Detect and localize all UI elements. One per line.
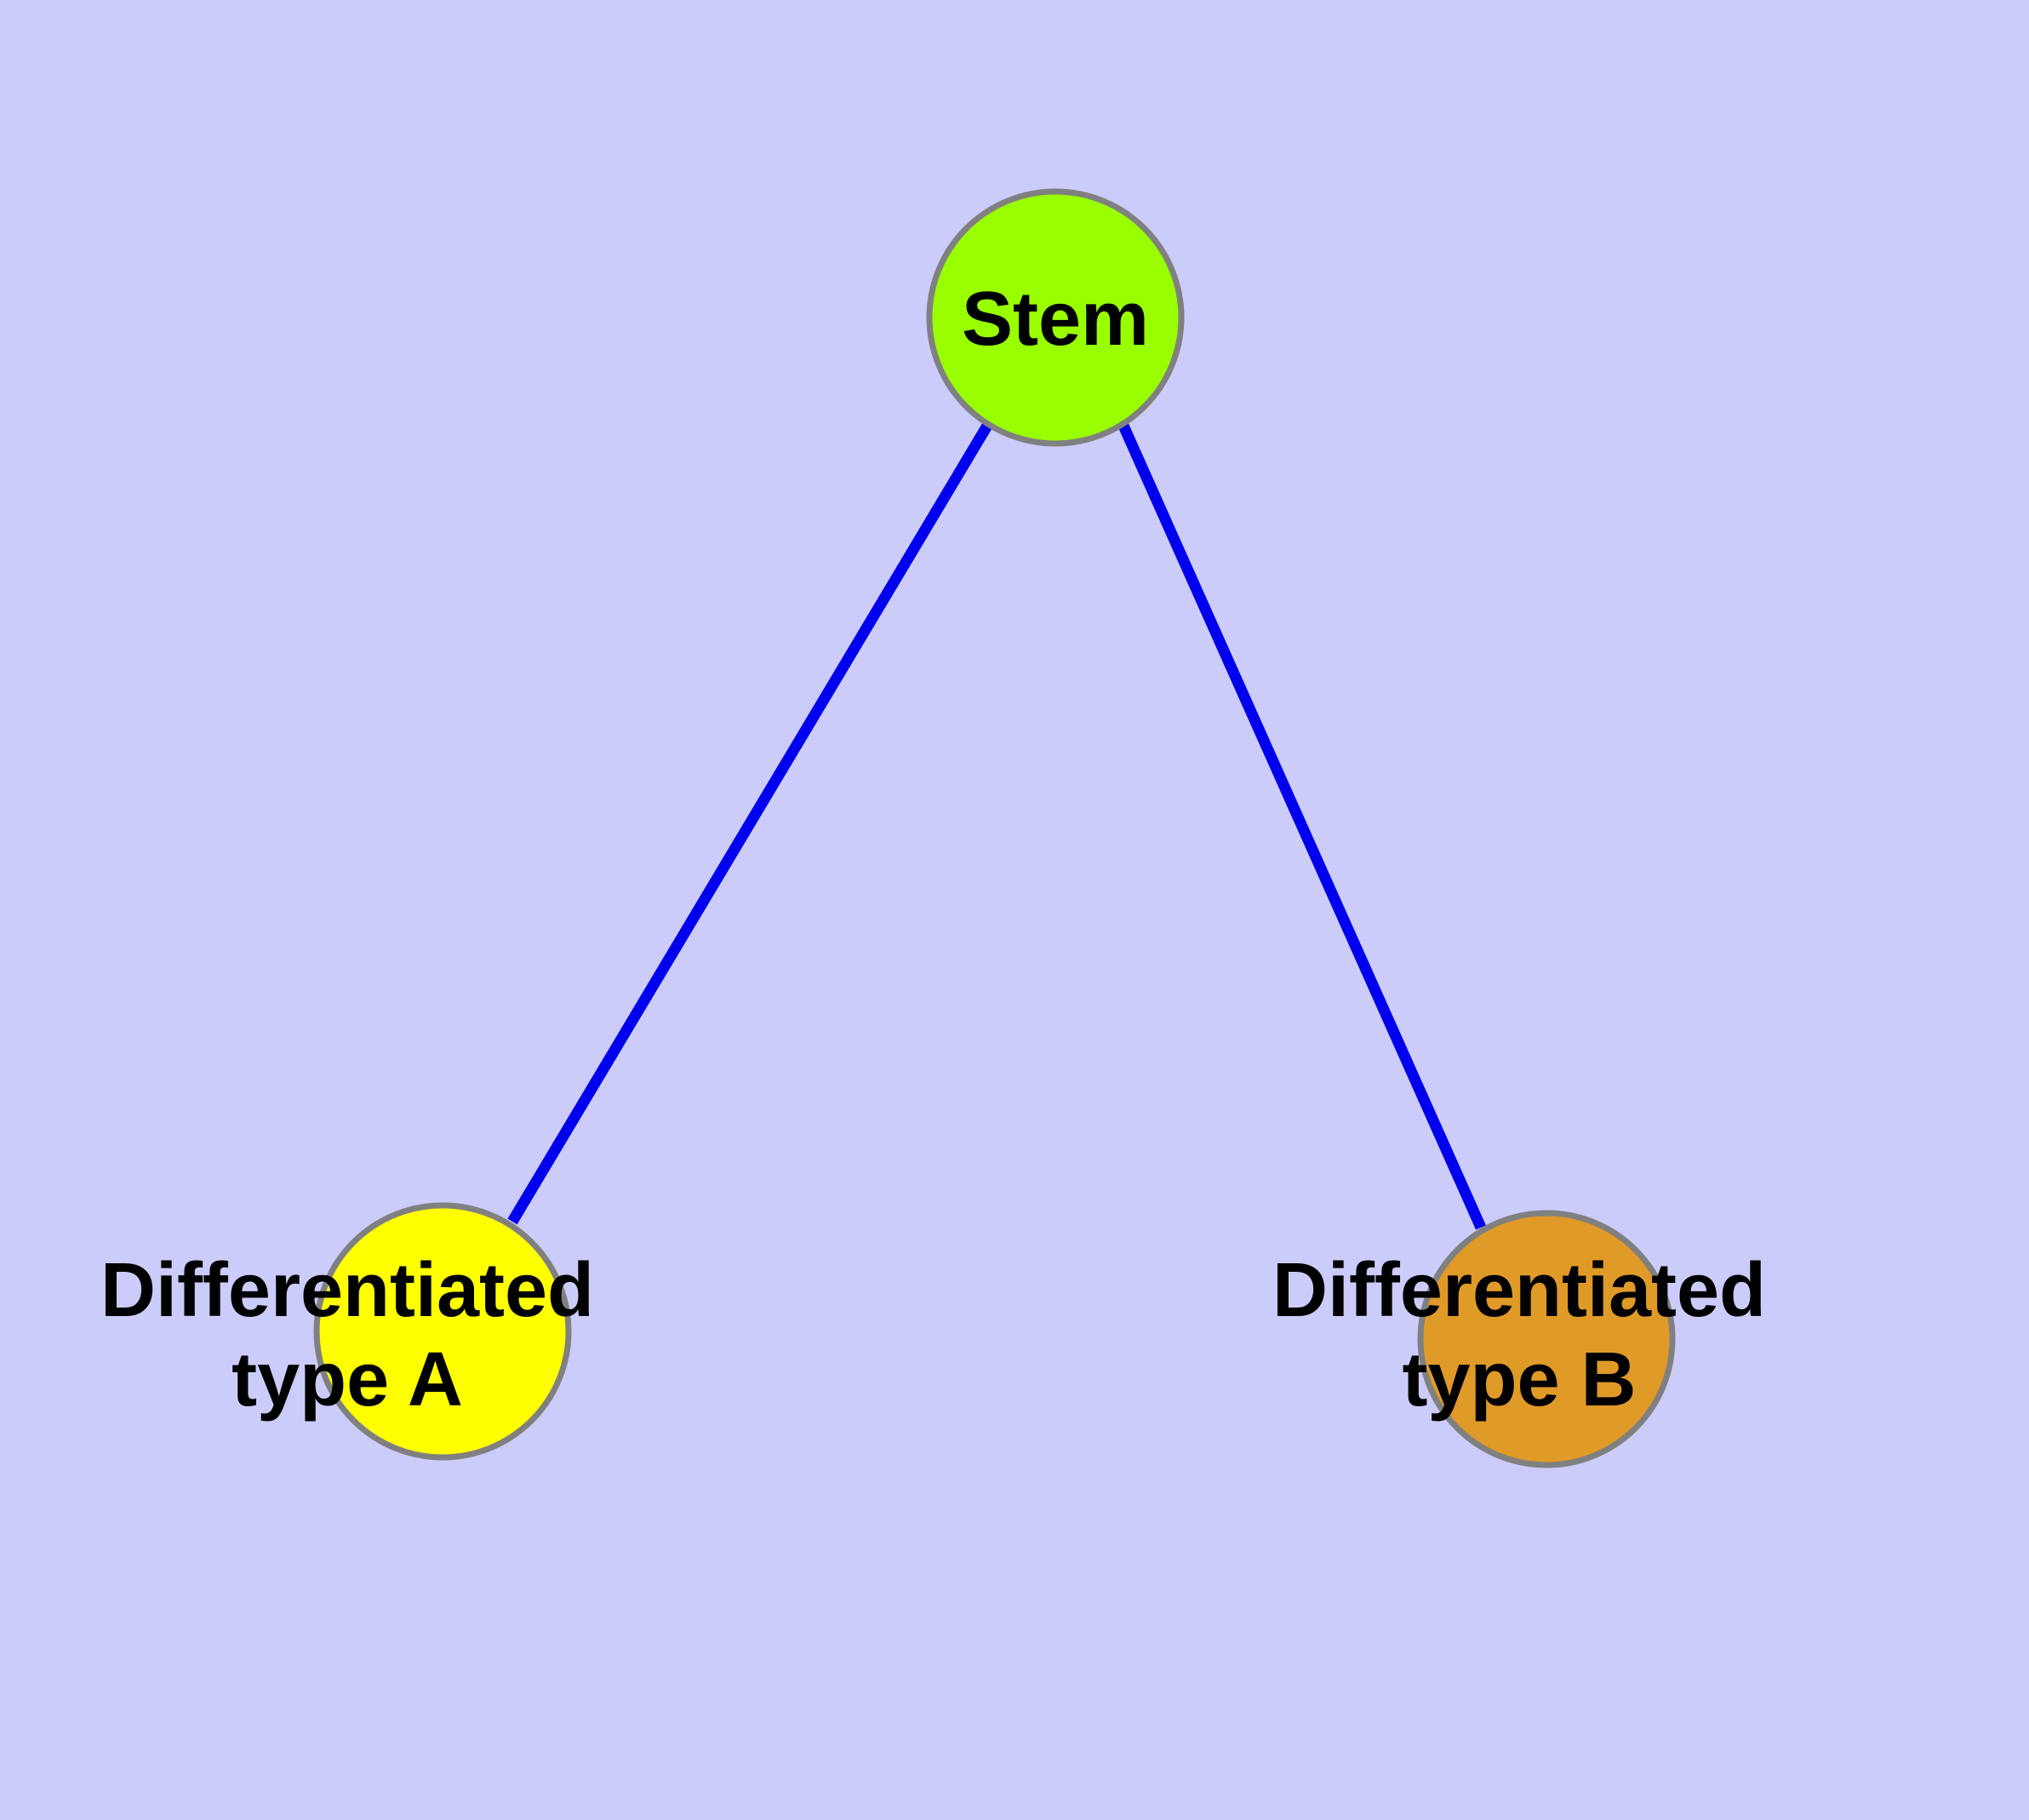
edge-stem-to-a[interactable] (507, 422, 992, 1225)
edge-stem-to-b[interactable] (1118, 423, 1486, 1230)
node-circle-diff-b[interactable] (1417, 1210, 1676, 1468)
node-label-line: type A (231, 1337, 463, 1422)
edges-layer (507, 422, 1486, 1230)
node-label-line: Stem (962, 277, 1149, 362)
node-circle-diff-a[interactable] (313, 1202, 572, 1461)
node-label-line: Differentiated (100, 1248, 594, 1333)
node-circle-stem[interactable] (926, 188, 1185, 447)
nodes-layer (313, 188, 1676, 1468)
node-label-line: type B (1402, 1337, 1636, 1422)
node-label-stem: Stem (962, 277, 1149, 362)
node-diff-a[interactable] (313, 1202, 572, 1461)
node-label-line: Differentiated (1272, 1248, 1766, 1333)
node-diff-b[interactable] (1417, 1210, 1676, 1468)
node-stem[interactable] (926, 188, 1185, 447)
